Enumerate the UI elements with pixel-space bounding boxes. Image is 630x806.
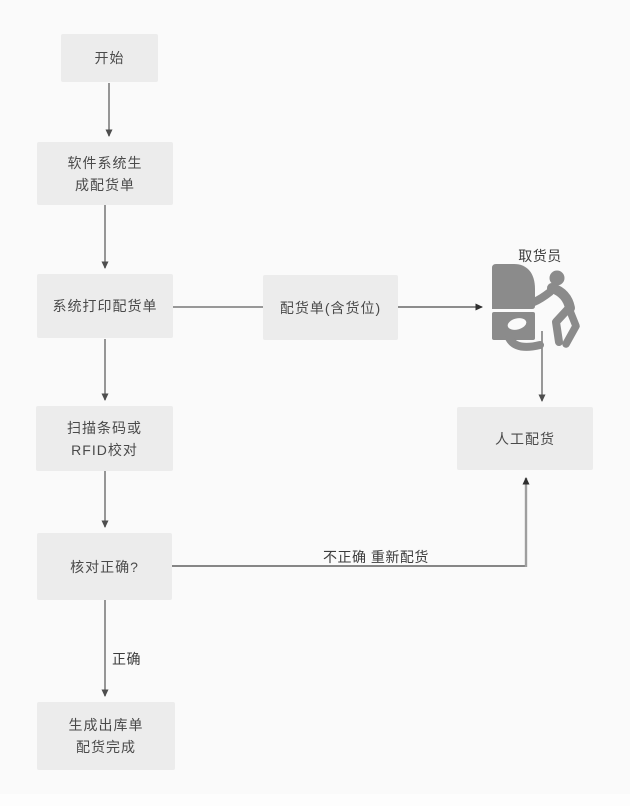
person-rear-leg bbox=[562, 307, 580, 348]
node-generate-order: 软件系统生 成配货单 bbox=[37, 142, 173, 205]
node-print-order: 系统打印配货单 bbox=[37, 274, 173, 338]
person-arm bbox=[530, 288, 554, 306]
person-front-leg bbox=[552, 305, 572, 346]
node-print-label: 系统打印配货单 bbox=[52, 298, 158, 314]
correct-branch-label: 正确 bbox=[112, 651, 141, 667]
node-start: 开始 bbox=[61, 34, 158, 82]
node-order-label: 配货单(含货位) bbox=[279, 299, 382, 316]
picker-label: 取货员 bbox=[518, 248, 562, 264]
person-head bbox=[549, 270, 565, 286]
person-torso bbox=[547, 283, 575, 313]
node-check-label: 核对正确? bbox=[70, 558, 139, 575]
node-generate-line2: 成配货单 bbox=[75, 176, 135, 193]
node-order-with-location: 配货单(含货位) bbox=[263, 275, 398, 340]
node-manual-label: 人工配货 bbox=[495, 430, 555, 447]
picker-person-cart-icon bbox=[492, 264, 580, 351]
node-manual-picking: 人工配货 bbox=[457, 407, 593, 470]
node-check-correct: 核对正确? bbox=[37, 533, 172, 600]
page-bottom-strip bbox=[0, 794, 630, 806]
node-start-label: 开始 bbox=[94, 50, 125, 66]
cart-top-load-shape bbox=[492, 264, 535, 309]
incorrect-branch-label: 不正确 重新配货 bbox=[323, 549, 429, 565]
cart-wheel-arc bbox=[505, 334, 544, 351]
node-generate-line1: 软件系统生 bbox=[67, 154, 143, 171]
cart-box-label-cutout bbox=[507, 318, 527, 330]
node-scan-line2: RFID校对 bbox=[71, 441, 138, 458]
node-done: 生成出库单 配货完成 bbox=[37, 702, 175, 770]
node-scan-line1: 扫描条码或 bbox=[67, 419, 142, 436]
node-done-line1: 生成出库单 bbox=[68, 717, 144, 733]
node-done-line2: 配货完成 bbox=[76, 739, 136, 755]
node-scan-verify: 扫描条码或 RFID校对 bbox=[36, 406, 173, 471]
